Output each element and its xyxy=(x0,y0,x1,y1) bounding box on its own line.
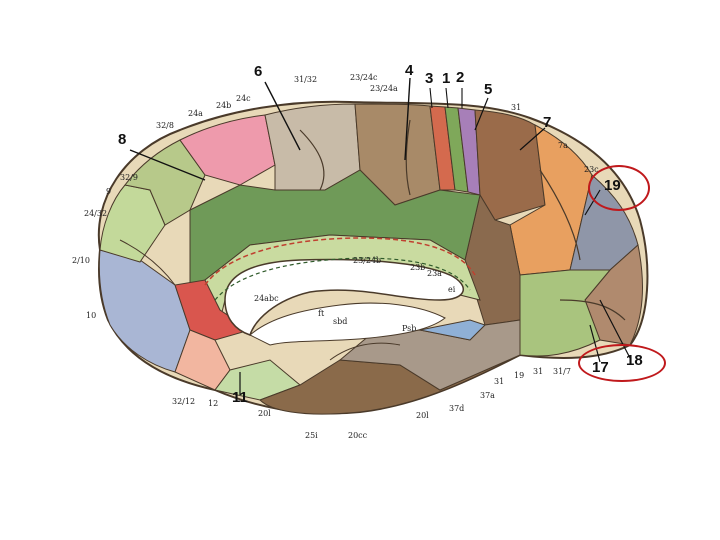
label-32-9: 32/9 xyxy=(120,173,138,182)
region-5 xyxy=(474,109,546,221)
label-19: 19 xyxy=(604,177,621,194)
label-19-bottom: 19 xyxy=(514,371,525,380)
label-31-b2: 31 xyxy=(533,367,544,376)
label-31-top: 31 xyxy=(511,103,522,112)
label-ft: ft xyxy=(318,309,325,318)
region-9 xyxy=(124,139,206,226)
ventricle-region xyxy=(249,302,446,346)
label-9: 9 xyxy=(106,187,112,196)
label-12: 12 xyxy=(208,399,219,408)
region-11 xyxy=(214,359,301,401)
label-23-24b: 23/24b xyxy=(353,256,382,265)
label-2: 2 xyxy=(456,69,465,86)
label-37d: 37d xyxy=(449,404,465,413)
leader-line-8 xyxy=(129,149,206,181)
label-20l-left: 20l xyxy=(258,409,271,418)
sulcus-line xyxy=(539,169,581,261)
label-11: 11 xyxy=(232,389,248,406)
region-12 xyxy=(174,329,231,391)
label-7: 7 xyxy=(543,114,552,131)
label-ei: ei xyxy=(448,285,456,294)
label-24a: 24a xyxy=(188,109,203,118)
cingulate-dashed-line-inner xyxy=(214,257,471,301)
leader-line-6 xyxy=(264,81,301,151)
label-7a: 7a xyxy=(558,141,568,150)
corpus-callosum xyxy=(224,258,465,336)
label-sbd: sbd xyxy=(333,317,348,326)
label-24c: 24c xyxy=(236,94,251,103)
label-23-24c: 23/24c xyxy=(350,73,378,82)
label-23-24a: 23/24a xyxy=(370,84,398,93)
cingulate-dashed-line xyxy=(204,237,476,286)
label-37a: 37a xyxy=(480,391,495,400)
leader-line-3 xyxy=(429,87,433,109)
leader-line-7 xyxy=(519,127,546,151)
label-6: 6 xyxy=(254,63,263,80)
region-37a xyxy=(419,319,486,341)
leader-line-1 xyxy=(445,87,449,109)
label-23c: 23c xyxy=(584,165,599,174)
label-20l-mid: 20l xyxy=(416,411,429,420)
label-32-12: 32/12 xyxy=(172,397,196,406)
label-23b: 23b xyxy=(410,263,426,272)
region-8 xyxy=(179,114,276,186)
label-31-7: 31/7 xyxy=(553,367,571,376)
label-17: 17 xyxy=(592,359,609,376)
label-10: 10 xyxy=(86,311,97,320)
highlight-ring-19 xyxy=(588,165,650,211)
region-6 xyxy=(264,103,361,191)
label-18: 18 xyxy=(626,352,643,369)
label-24abc: 24abc xyxy=(254,294,279,303)
label-5: 5 xyxy=(484,81,493,98)
region-17 xyxy=(519,269,612,357)
highlight-ring-17-18 xyxy=(578,344,666,382)
label-8: 8 xyxy=(118,131,127,148)
leader-line-5 xyxy=(474,97,489,131)
sulcus-line xyxy=(559,299,626,321)
label-1: 1 xyxy=(442,70,451,87)
sulcus-line xyxy=(405,119,411,196)
label-4: 4 xyxy=(405,62,414,79)
label-31-32: 31/32 xyxy=(294,75,318,84)
label-31-bottom: 31 xyxy=(494,377,505,386)
label-24b: 24b xyxy=(216,101,232,110)
label-3: 3 xyxy=(425,70,434,87)
label-32-8: 32/8 xyxy=(156,121,174,130)
label-25i: 25i xyxy=(305,431,318,440)
label-24-32: 24/32 xyxy=(84,209,108,218)
label-2-10: 2/10 xyxy=(72,256,90,265)
label-23a: 23a xyxy=(427,269,442,278)
sulcus-line xyxy=(299,129,325,191)
label-psb: Psb xyxy=(402,324,417,333)
sulcus-line xyxy=(119,239,176,286)
sulcus-line xyxy=(329,342,401,361)
leader-line-4 xyxy=(404,77,411,161)
label-20cc: 20cc xyxy=(348,431,368,440)
